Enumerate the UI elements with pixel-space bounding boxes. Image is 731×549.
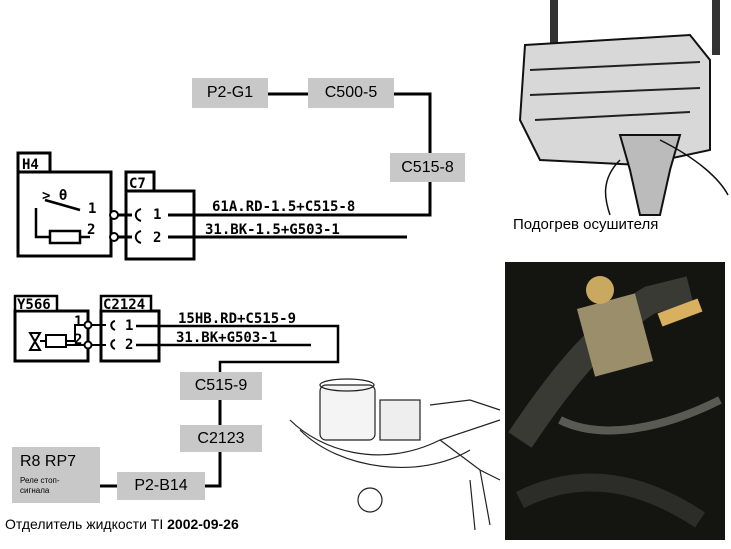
connector-box-c500-5: C500-5 xyxy=(308,78,394,108)
pin-label: 1 xyxy=(88,201,96,217)
separator-drawing xyxy=(289,378,501,531)
relay-title: R8 RP7 xyxy=(20,453,77,470)
thermal-symbol: > θ xyxy=(42,188,67,204)
relay-box: R8 RP7 Реле стоп-сигнала xyxy=(12,447,100,503)
pin-label: 2 xyxy=(74,332,82,348)
wire-label: 15HB.RD+C515-9 xyxy=(178,311,296,327)
bottom-caption: Отделитель жидкости TI 2002-09-26 xyxy=(5,516,239,532)
connector-label-c2124: C2124 xyxy=(103,297,145,313)
heater-photo xyxy=(518,0,729,216)
component-label-y566: Y566 xyxy=(17,297,51,313)
connector-box-p2-g1: P2-G1 xyxy=(192,78,268,108)
pin-label: 1 xyxy=(125,318,133,334)
pin-label: 2 xyxy=(125,337,133,353)
connector-box-c515-9: C515-9 xyxy=(180,372,262,400)
wire-label: 61A.RD-1.5+C515-8 xyxy=(212,199,355,215)
pin-label: 2 xyxy=(87,222,95,238)
wire-label: 31.BK-1.5+G503-1 xyxy=(205,222,340,238)
relay-subtitle: Реле стоп-сигнала xyxy=(20,476,60,495)
pin-label: 2 xyxy=(153,230,161,246)
connector-box-c2123: C2123 xyxy=(180,425,262,452)
pin-label: 1 xyxy=(74,314,82,330)
connector-box-p2-b14: P2-B14 xyxy=(117,472,205,500)
separator-photo xyxy=(505,262,725,540)
connector-box-c515-8: C515-8 xyxy=(390,153,465,182)
pin-label: 1 xyxy=(153,207,161,223)
caption-text: Отделитель жидкости TI xyxy=(5,516,164,532)
photo-caption: Подогрев осушителя xyxy=(513,216,659,233)
connector-label-c7: C7 xyxy=(129,176,146,192)
component-label-h4: H4 xyxy=(22,157,39,173)
wire-label: 31.BK+G503-1 xyxy=(176,330,277,346)
caption-date: 2002-09-26 xyxy=(167,516,239,532)
